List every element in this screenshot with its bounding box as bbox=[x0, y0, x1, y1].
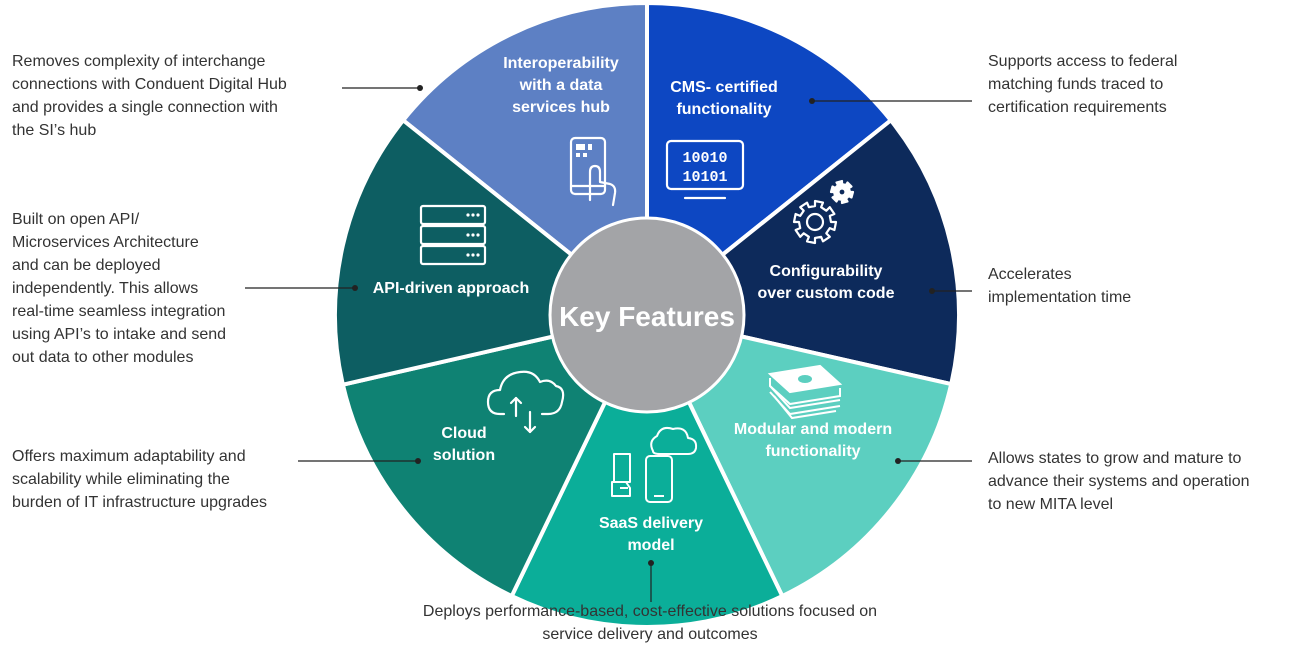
description-line: service delivery and outcomes bbox=[542, 626, 757, 643]
segment-label-configurability: Configurability over custom code bbox=[758, 263, 895, 302]
description-line: and can be deployed bbox=[12, 257, 161, 274]
gear-large-icon bbox=[792, 199, 838, 245]
description-line: burden of IT infrastructure upgrades bbox=[12, 494, 267, 511]
segment-cloud bbox=[340, 313, 649, 599]
segment-label-line: with a data bbox=[519, 77, 603, 94]
description-line: Accelerates bbox=[988, 266, 1072, 283]
description-line: Removes complexity of interchange bbox=[12, 53, 266, 70]
description-modular: Allows states to grow and mature to advan… bbox=[988, 450, 1249, 513]
description-cloud: Offers maximum adaptability and scalabili… bbox=[12, 448, 267, 511]
description-line: using API’s to intake and send bbox=[12, 326, 226, 343]
segment-label-cloud: Cloud solution bbox=[433, 425, 495, 464]
description-line: to new MITA level bbox=[988, 496, 1113, 513]
tablet-touch-icon bbox=[569, 136, 617, 207]
segment-label-line: solution bbox=[433, 447, 495, 464]
feature-descriptions: Removes complexity of interchange connect… bbox=[12, 53, 1249, 643]
description-line: advance their systems and operation bbox=[988, 473, 1249, 490]
description-line: Offers maximum adaptability and bbox=[12, 448, 246, 465]
devices-cloud-icon bbox=[611, 426, 698, 503]
description-line: scalability while eliminating the bbox=[12, 471, 230, 488]
segment-label-api: API-driven approach bbox=[373, 280, 529, 297]
leader-dot-interoperability bbox=[417, 85, 423, 91]
description-line: out data to other modules bbox=[12, 349, 193, 366]
description-line: implementation time bbox=[988, 289, 1131, 306]
leader-dot-cms bbox=[809, 98, 815, 104]
binary-row-2: 10101 bbox=[682, 169, 727, 186]
segment-label-line: functionality bbox=[676, 101, 771, 118]
description-line: connections with Conduent Digital Hub bbox=[12, 76, 287, 93]
description-line: matching funds traced to bbox=[988, 76, 1163, 93]
segment-label-saas: SaaS delivery model bbox=[599, 515, 703, 554]
description-line: real-time seamless integration bbox=[12, 303, 225, 320]
segment-label-line: model bbox=[627, 537, 674, 554]
description-line: the SI’s hub bbox=[12, 122, 96, 139]
segment-label-cms: CMS- certified functionality bbox=[670, 79, 778, 118]
segment-label-line: over custom code bbox=[758, 285, 895, 302]
description-line: independently. This allows bbox=[12, 280, 198, 297]
description-interoperability: Removes complexity of interchange connect… bbox=[12, 53, 287, 139]
segment-label-line: Configurability bbox=[770, 263, 883, 280]
leader-dot-cloud bbox=[415, 458, 421, 464]
description-line: Supports access to federal bbox=[988, 53, 1177, 70]
description-line: Microservices Architecture bbox=[12, 234, 199, 251]
segment-label-modular: Modular and modern functionality bbox=[734, 421, 892, 460]
money-stack-icon bbox=[767, 364, 843, 420]
gear-hole bbox=[805, 212, 825, 232]
description-line: Built on open API/ bbox=[12, 211, 140, 228]
description-cms: Supports access to federal matching funds… bbox=[988, 53, 1177, 116]
server-icon bbox=[419, 204, 487, 266]
segment-label-interoperability: Interoperability with a data services hub bbox=[503, 55, 619, 116]
segment-modular bbox=[645, 313, 954, 599]
gear-small-icon bbox=[829, 179, 855, 205]
description-line: certification requirements bbox=[988, 99, 1167, 116]
segment-label-line: SaaS delivery bbox=[599, 515, 703, 532]
center-title: Key Features bbox=[559, 301, 735, 332]
segment-label-line: services hub bbox=[512, 99, 610, 116]
segment-label-line: Modular and modern bbox=[734, 421, 892, 438]
leader-dot-configurability bbox=[929, 288, 935, 294]
center-hub bbox=[548, 216, 746, 414]
leader-lines bbox=[245, 85, 972, 602]
segment-label-line: CMS- certified bbox=[670, 79, 778, 96]
leader-dot-modular bbox=[895, 458, 901, 464]
cloud-upload-icon bbox=[486, 370, 565, 434]
leader-dot-saas bbox=[648, 560, 654, 566]
gears-icon bbox=[792, 179, 855, 245]
description-saas: Deploys performance-based, cost-effectiv… bbox=[423, 603, 877, 643]
segment-interoperability bbox=[401, 1, 649, 317]
segment-label-line: API-driven approach bbox=[373, 280, 529, 297]
segment-label-line: functionality bbox=[765, 443, 860, 460]
gear-outline bbox=[792, 199, 838, 245]
description-line: Deploys performance-based, cost-effectiv… bbox=[423, 603, 877, 620]
gear-hole bbox=[837, 187, 847, 197]
leader-dot-api bbox=[352, 285, 358, 291]
description-configurability: Accelerates implementation time bbox=[988, 266, 1131, 306]
segment-label-line: Interoperability bbox=[503, 55, 619, 72]
description-api: Built on open API/Microservices Architec… bbox=[12, 211, 226, 366]
description-line: and provides a single connection with bbox=[12, 99, 278, 116]
segment-label-line: Cloud bbox=[441, 425, 486, 442]
description-line: Allows states to grow and mature to bbox=[988, 450, 1242, 467]
segment-cms bbox=[645, 1, 893, 317]
binary-monitor-icon: 10010 10101 bbox=[665, 139, 745, 200]
binary-row-1: 10010 bbox=[682, 150, 727, 167]
